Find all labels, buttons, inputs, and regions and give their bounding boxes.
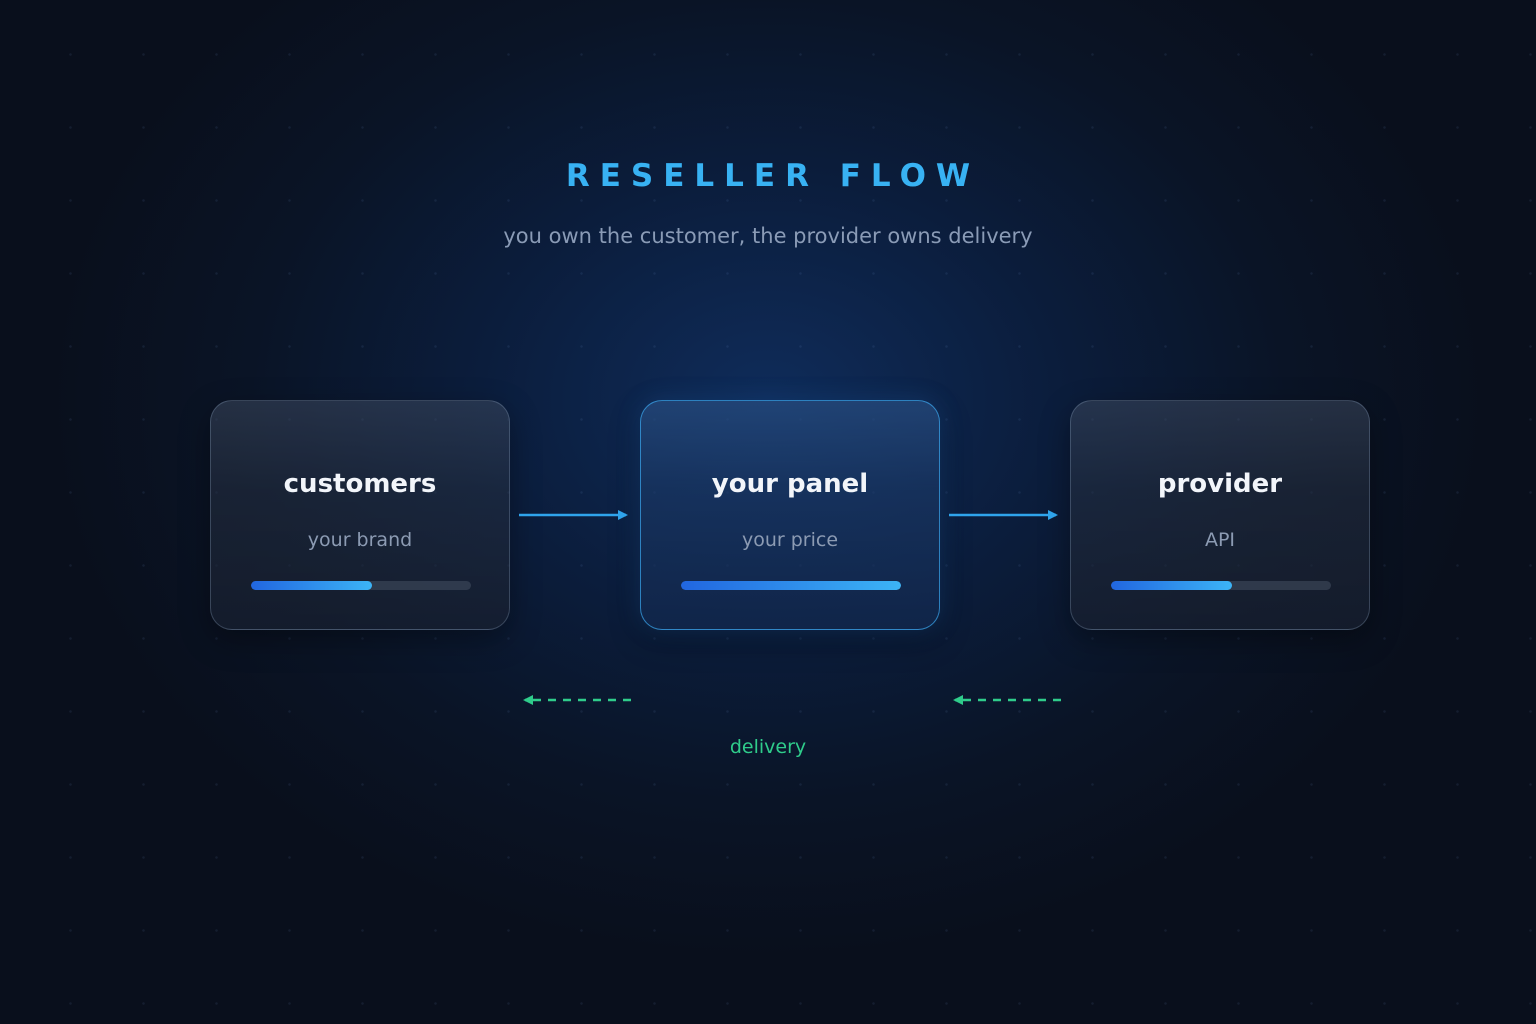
diagram-title: RESELLER FLOW bbox=[565, 158, 981, 194]
node-subtitle: your price bbox=[741, 529, 839, 551]
node-progress-fill bbox=[251, 581, 372, 590]
delivery-label: delivery bbox=[729, 736, 807, 758]
node-progress-bar bbox=[251, 581, 471, 590]
node-subtitle: your brand bbox=[307, 529, 413, 551]
diagram-subtitle: you own the customer, the provider owns … bbox=[503, 224, 1033, 248]
node-title: provider bbox=[1157, 469, 1283, 499]
node-provider: provider API bbox=[1070, 400, 1370, 630]
node-title: customers bbox=[283, 469, 437, 499]
node-progress-bar bbox=[681, 581, 901, 590]
node-your-panel: your panel your price bbox=[640, 400, 940, 630]
node-progress-fill bbox=[1111, 581, 1232, 590]
node-progress-bar bbox=[1111, 581, 1331, 590]
node-subtitle: API bbox=[1204, 529, 1236, 551]
node-customers: customers your brand bbox=[210, 400, 510, 630]
node-progress-fill bbox=[681, 581, 901, 590]
node-title: your panel bbox=[711, 469, 869, 499]
